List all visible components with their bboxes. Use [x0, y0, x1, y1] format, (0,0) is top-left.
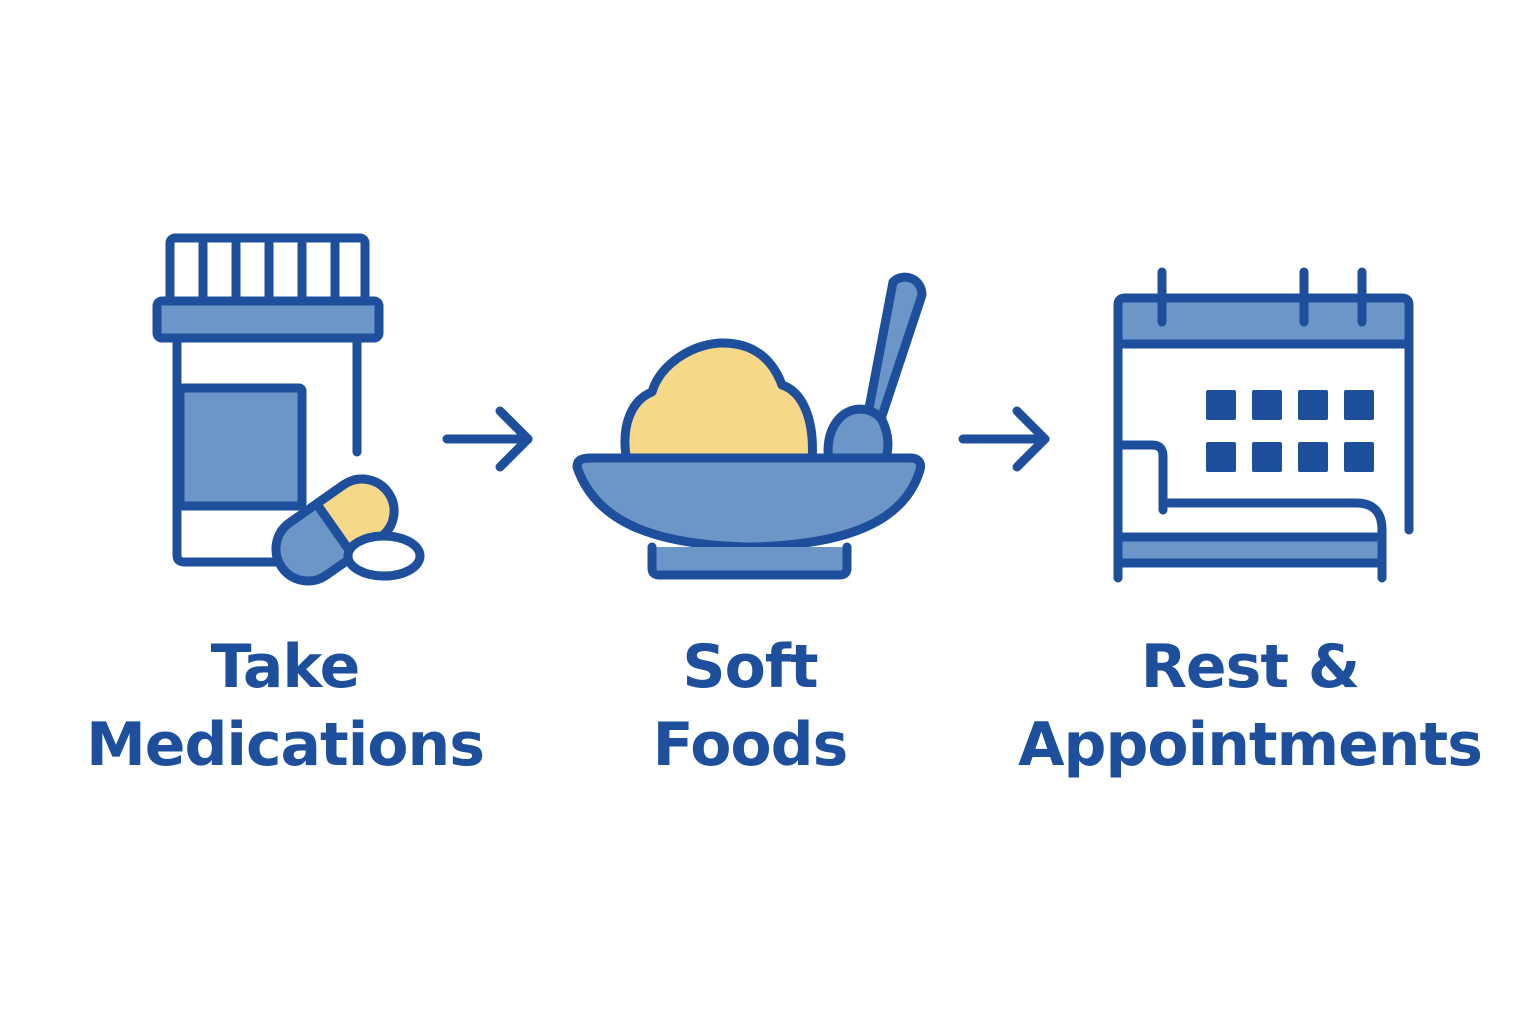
step-label-medications: Take Medications [50, 628, 520, 784]
label-line: Soft [682, 632, 818, 702]
step-label-soft-foods: Soft Foods [560, 628, 940, 784]
arrow-right-icon [958, 406, 1050, 472]
label-line: Medications [86, 710, 485, 780]
step-label-rest-appointments: Rest & Appointments [985, 628, 1515, 784]
label-line: Take [210, 632, 361, 702]
label-line: Appointments [1018, 710, 1483, 780]
calendar-bed-icon [1113, 267, 1414, 583]
bowl-spoon-icon [572, 272, 927, 580]
pill-bottle-icon [152, 233, 425, 586]
label-line: Foods [652, 710, 849, 780]
label-line: Rest & [1140, 632, 1361, 702]
arrow-right-icon [442, 406, 533, 472]
